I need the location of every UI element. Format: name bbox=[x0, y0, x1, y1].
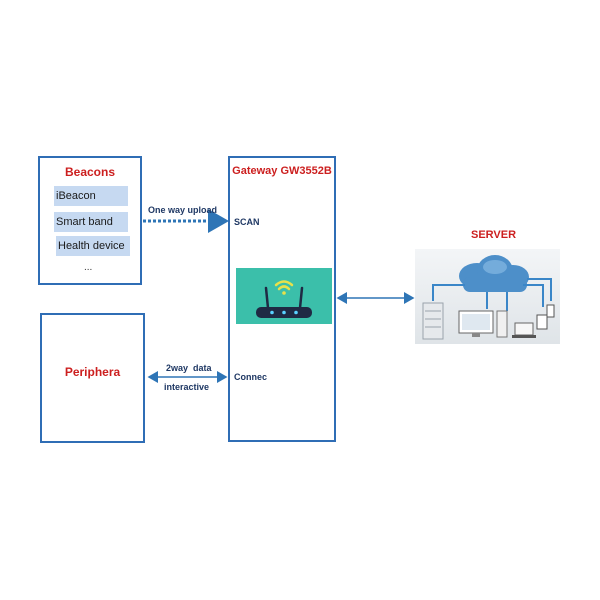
interactive-label: interactive bbox=[164, 382, 210, 392]
server-image bbox=[415, 249, 560, 344]
beacon-item-smart-band: Smart band bbox=[54, 212, 128, 232]
router-icon bbox=[256, 280, 312, 318]
cloud-network-icon bbox=[422, 255, 555, 340]
server-title: SERVER bbox=[471, 229, 517, 241]
two-way-data-label: 2way data bbox=[166, 363, 212, 373]
beacon-ellipsis: ... bbox=[84, 262, 93, 273]
connec-label: Connec bbox=[234, 372, 268, 382]
periphera-box: Periphera bbox=[40, 313, 145, 443]
beacon-item-health-device: Health device bbox=[56, 236, 130, 256]
one-way-upload-label: One way upload bbox=[148, 205, 218, 215]
periphera-title: Periphera bbox=[64, 365, 121, 379]
beacon-item-ibeacon: iBeacon bbox=[54, 186, 128, 206]
beacons-title: Beacons bbox=[64, 165, 116, 179]
scan-label: SCAN bbox=[234, 217, 260, 227]
gateway-title: Gateway GW3552B bbox=[232, 165, 332, 177]
gateway-box: Gateway GW3552B SCAN Connec bbox=[228, 156, 336, 442]
router-image bbox=[236, 268, 332, 324]
beacons-box: Beacons iBeacon Smart band Health device… bbox=[38, 156, 142, 285]
